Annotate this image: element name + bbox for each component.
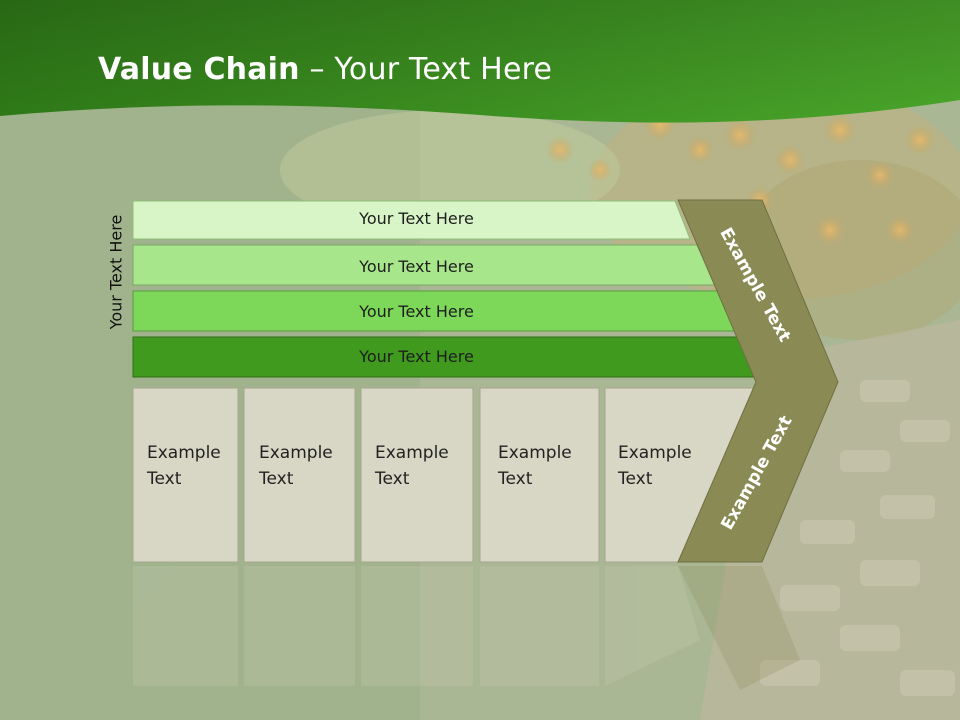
bar-1-label: Your Text Here: [359, 209, 474, 228]
box-4: [479, 387, 600, 563]
box-4-line2: Text: [498, 469, 533, 489]
box-3-line2: Text: [375, 469, 410, 489]
title-rest: – Your Text Here: [299, 52, 553, 87]
box-4-line1: Example: [498, 443, 572, 463]
box-2-line1: Example: [259, 443, 333, 463]
box-1-line1: Example: [147, 443, 221, 463]
box-1: [132, 387, 239, 563]
box-5-line1: Example: [618, 443, 692, 463]
box-3-line1: Example: [375, 443, 449, 463]
bar-2-label: Your Text Here: [359, 257, 474, 276]
title-bold: Value Chain: [98, 52, 300, 87]
bar-1: [132, 200, 691, 240]
box-1-line2: Text: [147, 469, 182, 489]
box-3: [360, 387, 474, 563]
bar-3-label: Your Text Here: [359, 302, 474, 321]
bar-4-label: Your Text Here: [359, 347, 474, 366]
slide-title: Value Chain – Your Text Here: [98, 52, 552, 87]
vertical-label: Your Text Here: [106, 214, 126, 330]
chevron: [677, 199, 839, 563]
box-2: [243, 387, 356, 563]
box-2-line2: Text: [259, 469, 294, 489]
box-5-line2: Text: [618, 469, 653, 489]
